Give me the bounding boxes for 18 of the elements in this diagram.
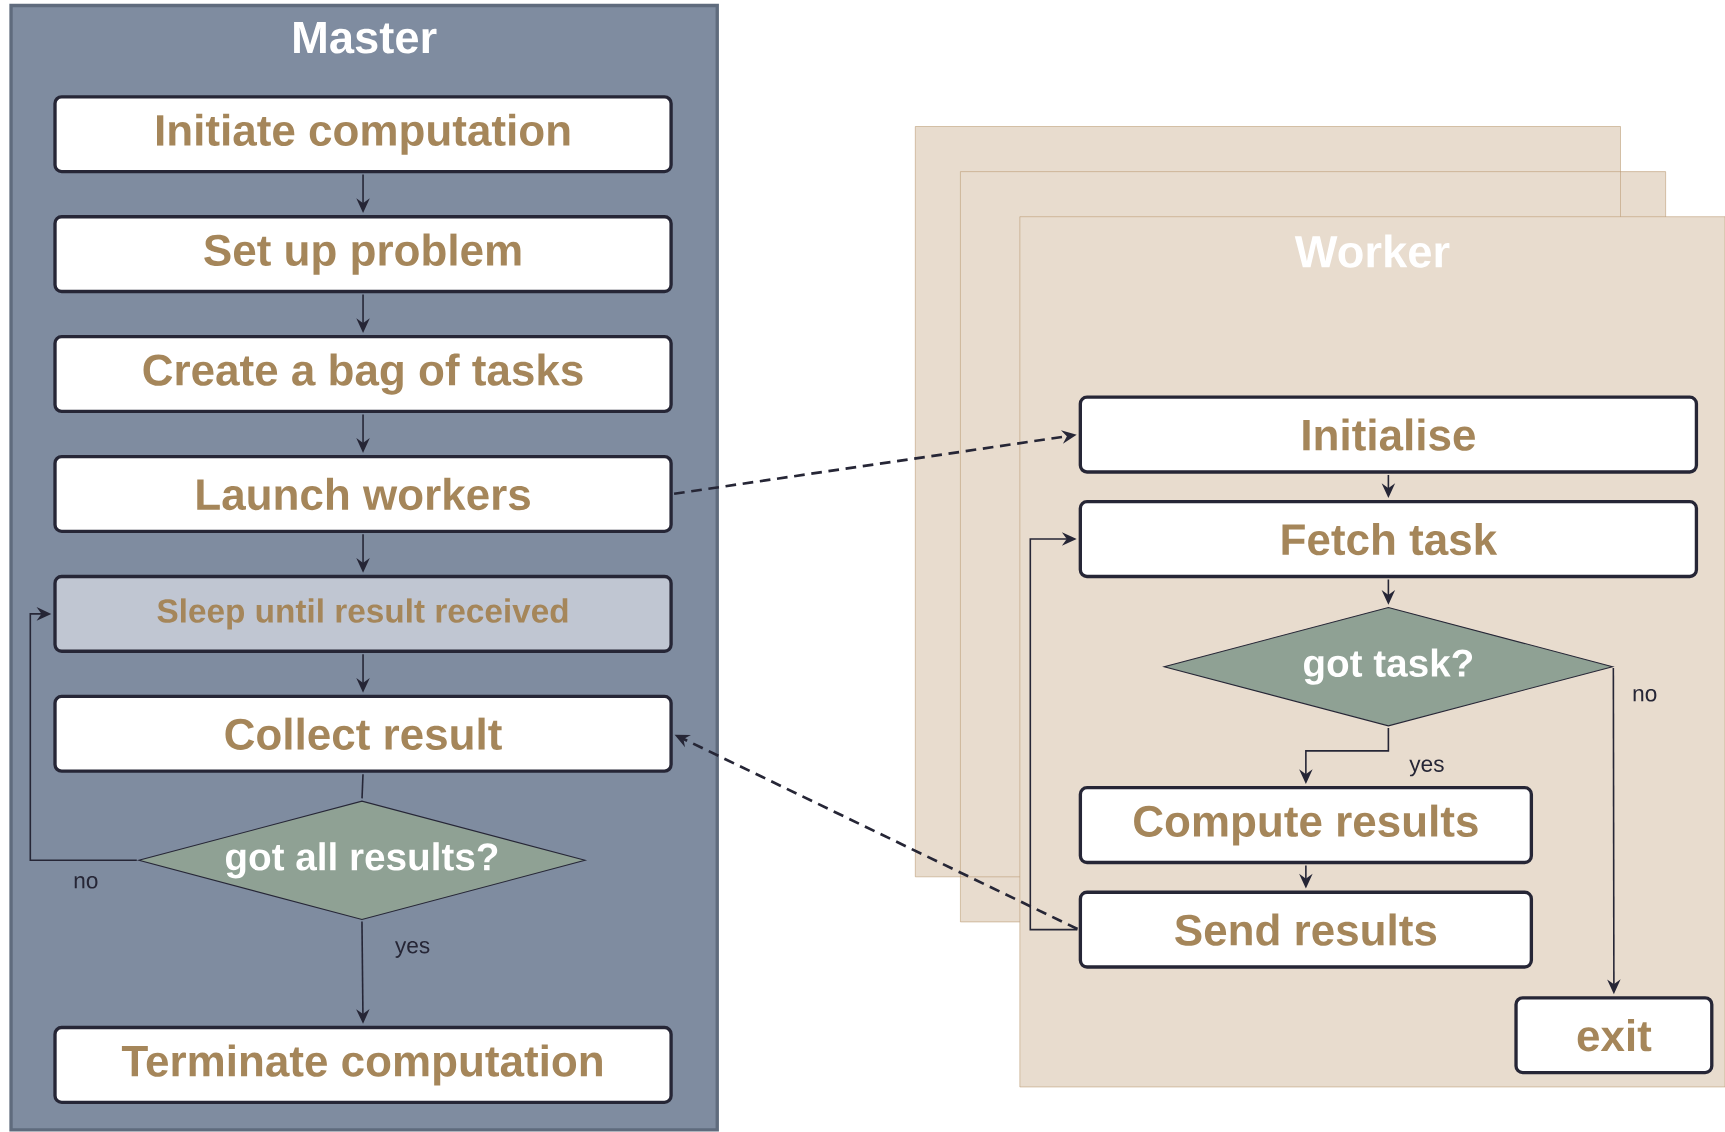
process-box: Initialise	[1078, 395, 1699, 474]
process-box: exit	[1514, 996, 1714, 1075]
edge-label: no	[1633, 689, 1657, 702]
edge-label: yes	[395, 940, 430, 958]
process-box: Send results	[1078, 890, 1534, 969]
process-box: Fetch task	[1078, 500, 1699, 579]
arrow	[1029, 532, 1079, 931]
process-box: Set up problem	[53, 215, 673, 294]
process-box: Launch workers	[53, 454, 673, 533]
arrow	[29, 607, 138, 862]
process-box: Compute results	[1078, 786, 1534, 865]
process-box: Sleep until result received	[53, 574, 673, 653]
process-box: Collect result	[53, 694, 673, 773]
process-box: Create a bag of tasks	[53, 334, 673, 414]
process-box: Initiate computation	[53, 95, 673, 174]
edge-label: yes	[1409, 759, 1444, 777]
edge-label: no	[74, 876, 98, 889]
process-box: Terminate computation	[53, 1025, 673, 1104]
